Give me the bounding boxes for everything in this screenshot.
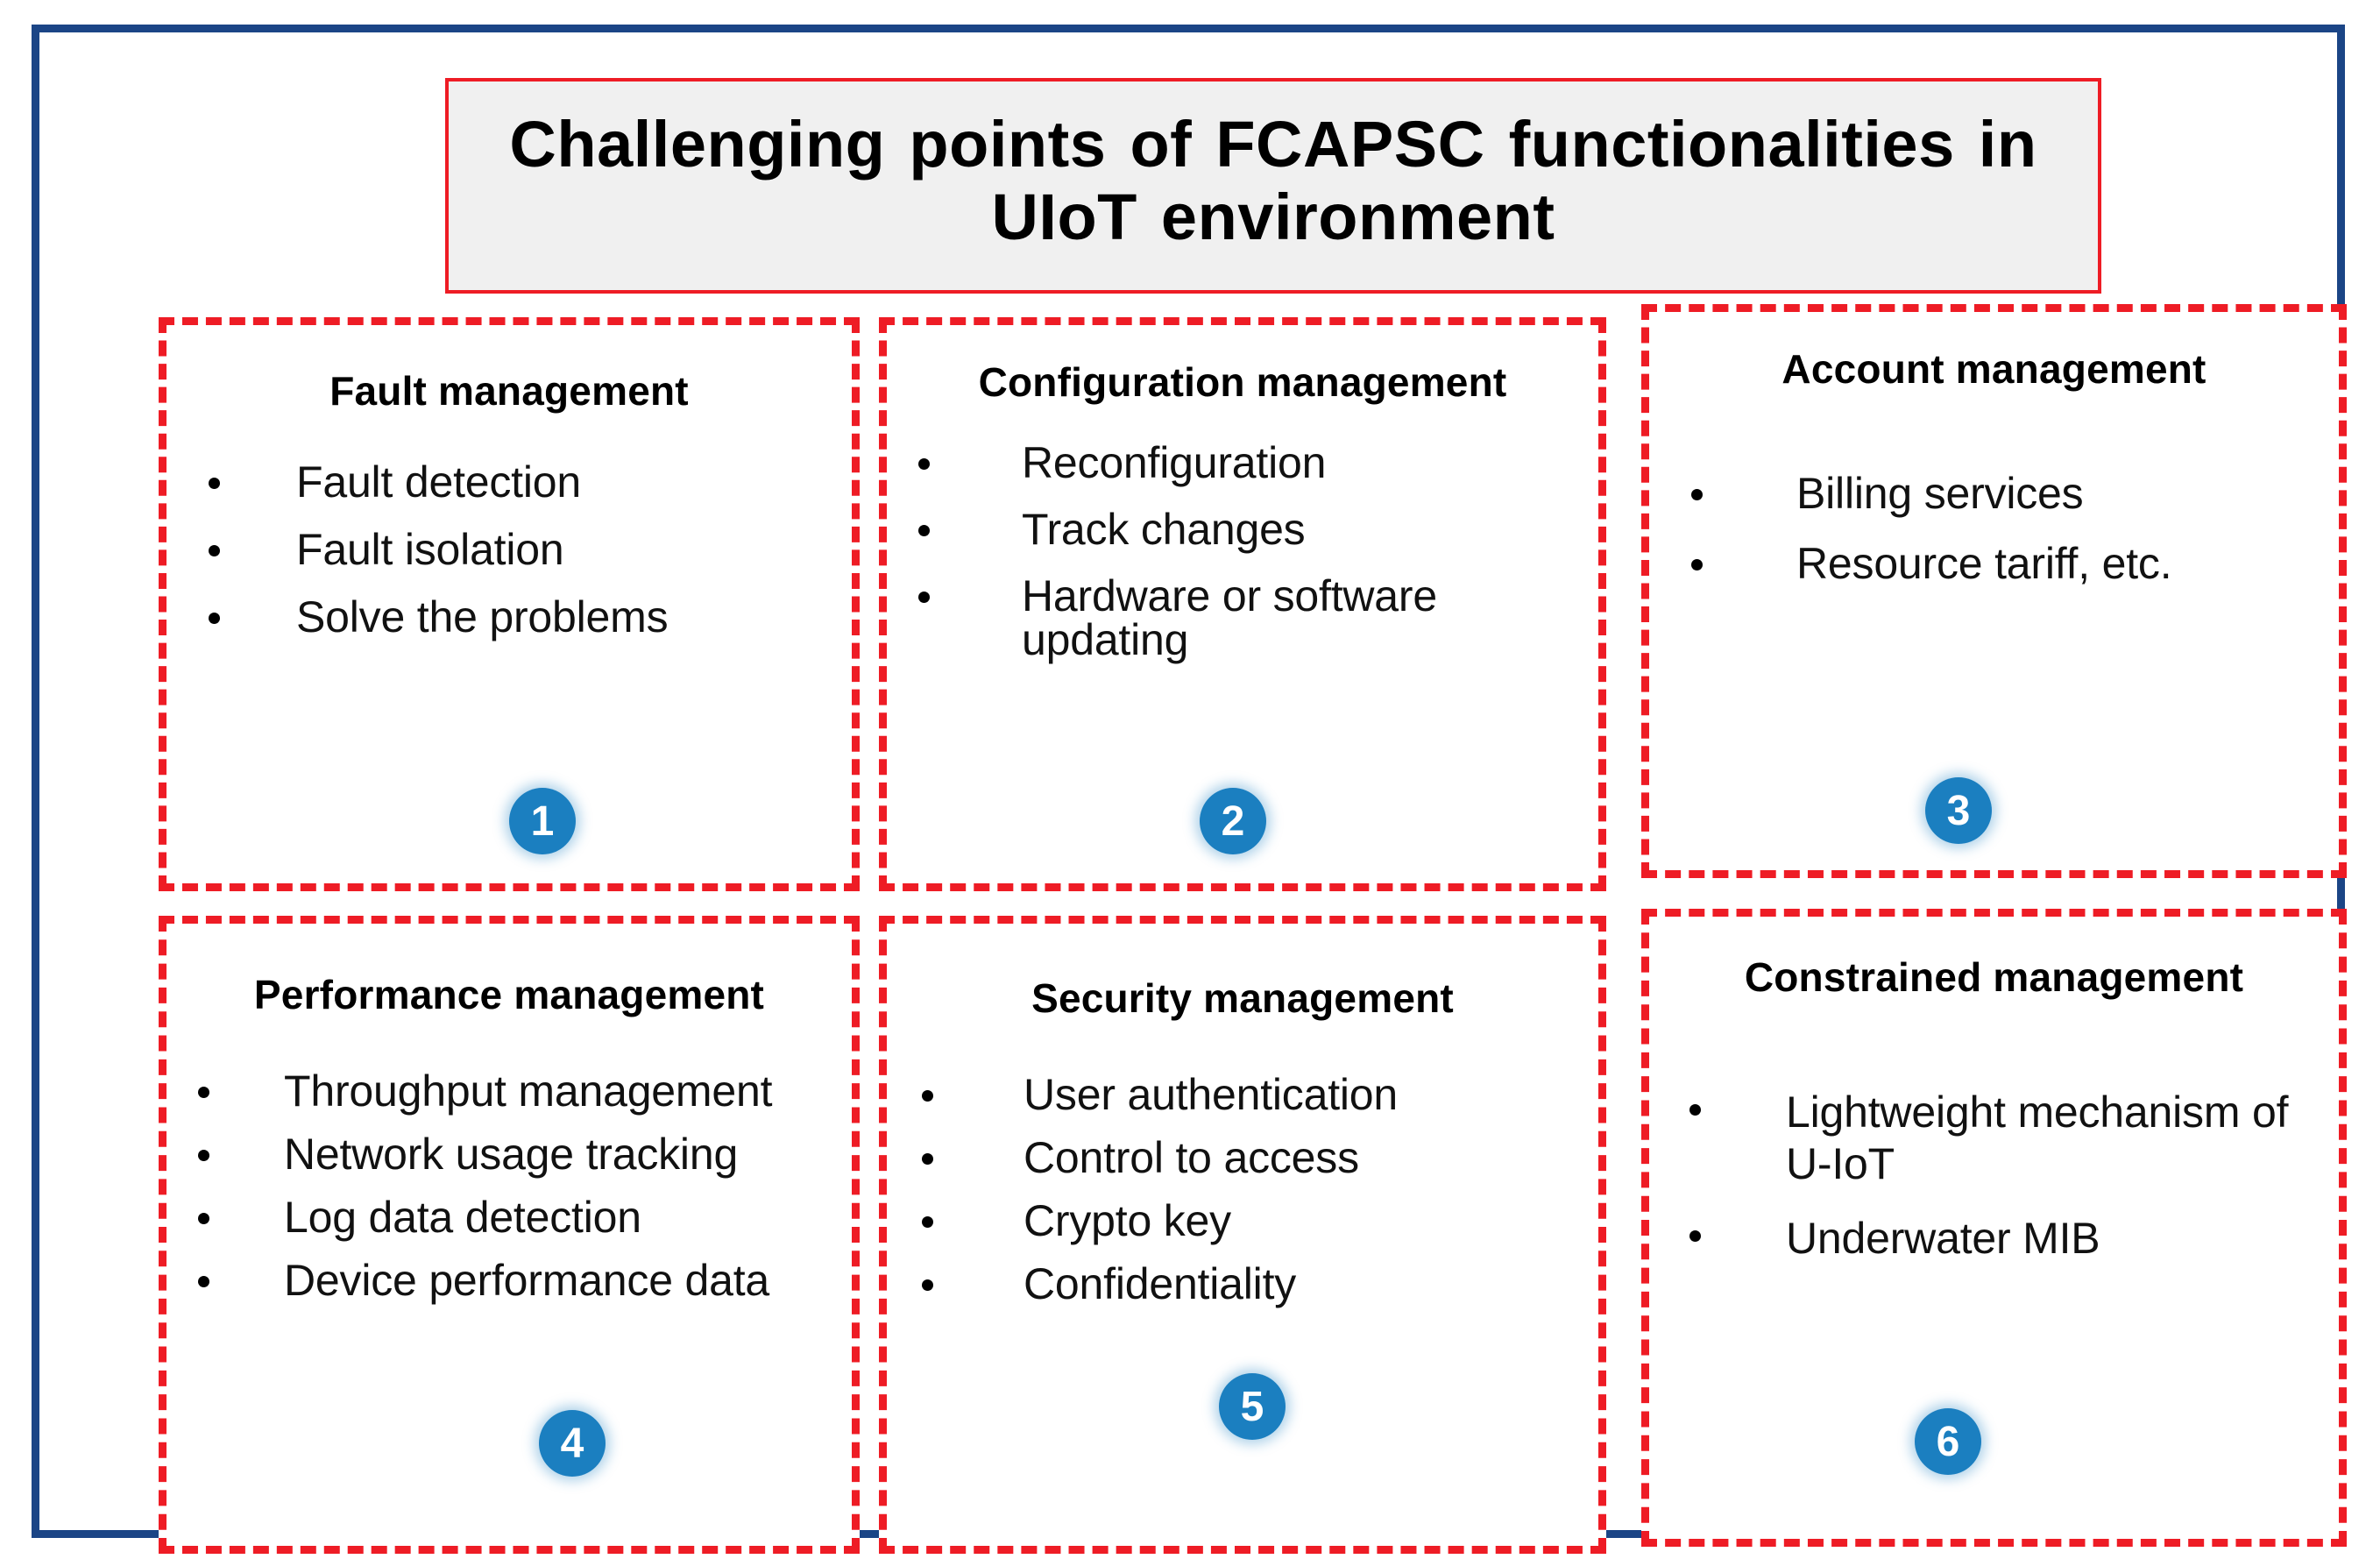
bullet-dot-icon: [918, 525, 930, 536]
list-item: Device performance data: [198, 1258, 852, 1302]
list-item: Solve the problems: [209, 595, 852, 639]
card-number-badge-2: 2: [1200, 788, 1266, 854]
list-item-label: Crypto key: [1024, 1196, 1231, 1245]
bullet-dot-icon: [1689, 1230, 1701, 1242]
bullet-dot-icon: [922, 1279, 933, 1291]
bullet-dot-icon: [198, 1213, 209, 1224]
list-item: Underwater MIB: [1689, 1213, 2339, 1265]
list-item: Track changes: [918, 507, 1598, 551]
list-item-label: Resource tariff, etc.: [1796, 539, 2172, 588]
card-title: Performance management: [253, 972, 765, 1017]
figure-outer-frame: Challenging points of FCAPSC functionali…: [32, 25, 2347, 1554]
bullet-list: Lightweight mechanism of U-IoT Underwate…: [1689, 1087, 2339, 1265]
bullet-dot-icon: [1691, 489, 1703, 500]
bullet-dot-icon: [922, 1216, 933, 1228]
list-item: Log data detection: [198, 1195, 852, 1239]
list-item: Fault detection: [209, 460, 852, 504]
card-security-management: Security management User authentication …: [879, 916, 1606, 1554]
card-number-badge-3: 3: [1925, 777, 1992, 844]
list-item: Fault isolation: [209, 528, 852, 571]
card-number-badge-1: 1: [509, 788, 576, 854]
list-item-label: Lightweight mechanism of U-IoT: [1786, 1088, 2289, 1188]
card-number-badge-5: 5: [1219, 1373, 1286, 1440]
bullet-list: User authentication Control to access Cr…: [922, 1073, 1598, 1306]
list-item-label: Fault isolation: [296, 525, 564, 574]
card-title: Configuration management: [978, 359, 1507, 405]
card-performance-management: Performance management Throughput manage…: [159, 916, 860, 1554]
list-item: Billing services: [1691, 471, 2339, 515]
bullet-dot-icon: [918, 592, 930, 603]
bullet-dot-icon: [1691, 559, 1703, 570]
card-account-management: Account management Billing services Reso…: [1641, 304, 2347, 878]
list-item-label: Device performance data: [284, 1256, 770, 1305]
card-fault-management: Fault management Fault detection Fault i…: [159, 317, 860, 891]
card-number-badge-6: 6: [1915, 1408, 1981, 1475]
list-item-label: Billing services: [1796, 469, 2084, 518]
card-number-badge-4: 4: [539, 1410, 606, 1477]
list-item: Resource tariff, etc.: [1691, 542, 2339, 585]
list-item: Confidentiality: [922, 1262, 1598, 1306]
list-item: User authentication: [922, 1073, 1598, 1116]
list-item-label: Confidentiality: [1024, 1259, 1297, 1308]
bullet-dot-icon: [198, 1276, 209, 1287]
bullet-dot-icon: [922, 1153, 933, 1165]
bullet-list: Throughput management Network usage trac…: [198, 1069, 852, 1302]
bullet-dot-icon: [198, 1150, 209, 1161]
figure-title-banner: Challenging points of FCAPSC functionali…: [445, 78, 2101, 294]
bullet-list: Reconfiguration Track changes Hardware o…: [918, 441, 1598, 662]
list-item-label: User authentication: [1024, 1070, 1399, 1119]
bullet-dot-icon: [209, 478, 220, 489]
list-item-label: Network usage tracking: [284, 1130, 739, 1179]
bullet-list: Fault detection Fault isolation Solve th…: [209, 460, 852, 639]
bullet-dot-icon: [1689, 1104, 1701, 1116]
bullet-dot-icon: [918, 458, 930, 470]
list-item: Control to access: [922, 1136, 1598, 1180]
list-item-label: Log data detection: [284, 1193, 641, 1242]
list-item-label: Reconfiguration: [1022, 438, 1327, 487]
list-item-label: Fault detection: [296, 457, 581, 507]
card-title: Fault management: [329, 368, 689, 414]
list-item: Reconfiguration: [918, 441, 1598, 485]
bullet-dot-icon: [209, 545, 220, 556]
list-item-label: Underwater MIB: [1786, 1214, 2100, 1263]
bullet-dot-icon: [209, 613, 220, 624]
list-item: Lightweight mechanism of U-IoT: [1689, 1087, 2339, 1190]
figure-title-text: Challenging points of FCAPSC functionali…: [509, 108, 2037, 253]
card-title: Constrained management: [1744, 954, 2244, 1000]
list-item: Throughput management: [198, 1069, 852, 1113]
card-title: Account management: [1781, 346, 2206, 392]
list-item-label: Hardware or software updating: [1022, 571, 1437, 664]
bullet-dot-icon: [198, 1087, 209, 1098]
card-constrained-management: Constrained management Lightweight mecha…: [1641, 909, 2347, 1547]
list-item-label: Throughput management: [284, 1066, 773, 1116]
bullet-list: Billing services Resource tariff, etc.: [1691, 471, 2339, 585]
list-item: Crypto key: [922, 1199, 1598, 1243]
list-item: Hardware or software updating: [918, 574, 1598, 662]
list-item-label: Track changes: [1022, 505, 1306, 554]
list-item: Network usage tracking: [198, 1132, 852, 1176]
bullet-dot-icon: [922, 1090, 933, 1102]
card-title: Security management: [1031, 975, 1454, 1021]
list-item-label: Control to access: [1024, 1133, 1359, 1182]
list-item-label: Solve the problems: [296, 592, 669, 641]
